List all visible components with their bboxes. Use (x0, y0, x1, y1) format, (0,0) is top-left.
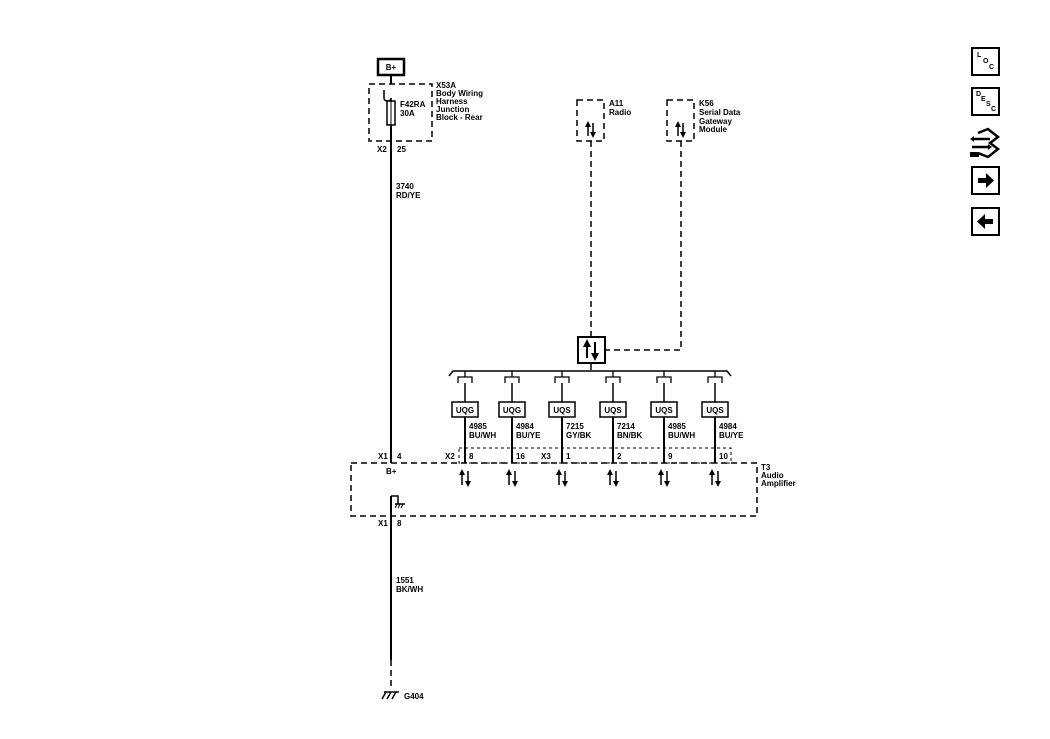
channel-label: UQG (503, 406, 521, 415)
fuse-block-name-2: Harness (436, 97, 468, 106)
amplifier-connector-box (458, 447, 732, 464)
channel-bracket (448, 370, 732, 377)
audio-channels: UQG4985BU/WH8UQG4984BU/YE16UQS7215GY/BK1… (451, 371, 744, 487)
fuse-id: F42RA (400, 100, 426, 109)
channel-label: UQG (456, 406, 474, 415)
ground-wire-color: BK/WH (396, 585, 423, 594)
channel-wire-color: BN/BK (617, 431, 643, 440)
connector-view-icon[interactable] (968, 125, 1004, 161)
channel-pin: 8 (469, 452, 474, 461)
fuse-block-name-4: Block - Rear (436, 113, 483, 122)
channel-stub (504, 376, 520, 383)
channel-label: UQS (604, 406, 622, 415)
channel-circuit: 7215 (566, 422, 584, 431)
channel-circuit: 7214 (617, 422, 635, 431)
power-source-label: B+ (386, 63, 397, 72)
channel-stub (554, 376, 570, 383)
fuse-block-pin: 25 (397, 145, 406, 154)
loc-letter-2: O (983, 58, 989, 65)
description-icon[interactable]: D E S C (971, 87, 1000, 116)
channel-stub (707, 376, 723, 383)
channel-pin: 9 (668, 452, 673, 461)
channel-wire-color: GY/BK (566, 431, 592, 440)
channel-circuit: 4985 (469, 422, 487, 431)
channel-label: UQS (655, 406, 673, 415)
amplifier-ground-icon (391, 495, 405, 509)
channel-stub (605, 376, 621, 383)
channel-circuit: 4984 (516, 422, 534, 431)
serial-data-hub-box (577, 336, 606, 364)
channel-stub (457, 376, 473, 383)
desc-letter-3: S (986, 101, 991, 108)
channel-pin: 1 (566, 452, 571, 461)
amplifier-power-pin: 4 (397, 452, 402, 461)
gateway-data-line (606, 141, 682, 351)
amplifier-code: T3 (761, 463, 771, 472)
fuse-block-connector: X2 (377, 145, 387, 154)
amplifier-connector-x2: X2 (445, 452, 455, 461)
ground-id: G404 (404, 692, 424, 701)
gateway-box (666, 99, 695, 142)
amplifier-name-2: Amplifier (761, 479, 796, 488)
channel-label: UQS (553, 406, 571, 415)
amplifier-box (350, 462, 758, 517)
fuse-rating: 30A (400, 109, 415, 118)
radio-code: A11 (609, 99, 624, 108)
radio-name: Radio (609, 108, 631, 117)
channel-pin: 16 (516, 452, 525, 461)
ground-wire-circuit: 1551 (396, 576, 414, 585)
fuse-block-name-3: Junction (436, 105, 469, 114)
gateway-name-2: Gateway (699, 117, 732, 126)
amplifier-ground-pin: 8 (397, 519, 402, 528)
amplifier-ground-connector: X1 (378, 519, 388, 528)
channel-circuit: 4985 (668, 422, 686, 431)
radio-box (576, 99, 605, 142)
channel-circuit: 4984 (719, 422, 737, 431)
amplifier-power-label: B+ (386, 467, 397, 476)
channel-wire-color: BU/WH (668, 431, 695, 440)
channel-wire-color: BU/WH (469, 431, 496, 440)
desc-letter-2: E (981, 96, 986, 103)
fuse-block-box (368, 83, 433, 142)
channel-pin: 10 (719, 452, 728, 461)
amplifier-power-connector: X1 (378, 452, 388, 461)
channel-wire-color: BU/YE (516, 431, 541, 440)
ground-icon (381, 691, 399, 700)
loc-letter-3: C (989, 64, 995, 71)
channel-pin: 2 (617, 452, 622, 461)
desc-letter-4: C (991, 106, 997, 113)
gateway-name-1: Serial Data (699, 108, 741, 117)
channel-stub (656, 376, 672, 383)
amplifier-name-1: Audio (761, 471, 784, 480)
right-arrow-icon[interactable] (971, 166, 1000, 195)
power-wire-circuit: 3740 (396, 182, 414, 191)
fuse-block-name-1: Body Wiring (436, 89, 483, 98)
gateway-code: K56 (699, 99, 714, 108)
radio-data-icon (585, 121, 596, 138)
fuse-block-code: X53A (436, 81, 456, 90)
left-arrow-icon[interactable] (971, 207, 1000, 236)
gateway-data-icon (675, 121, 686, 138)
power-wire-color: RD/YE (396, 191, 421, 200)
fuse-icon (383, 90, 396, 126)
loc-letter-1: L (977, 52, 982, 59)
gateway-name-3: Module (699, 125, 728, 134)
location-icon[interactable]: L O C (971, 47, 1000, 76)
channel-label: UQS (706, 406, 724, 415)
desc-letter-1: D (976, 91, 982, 98)
amplifier-connector-x3: X3 (541, 452, 551, 461)
channel-wire-color: BU/YE (719, 431, 744, 440)
bidirectional-arrows-icon (583, 339, 599, 361)
